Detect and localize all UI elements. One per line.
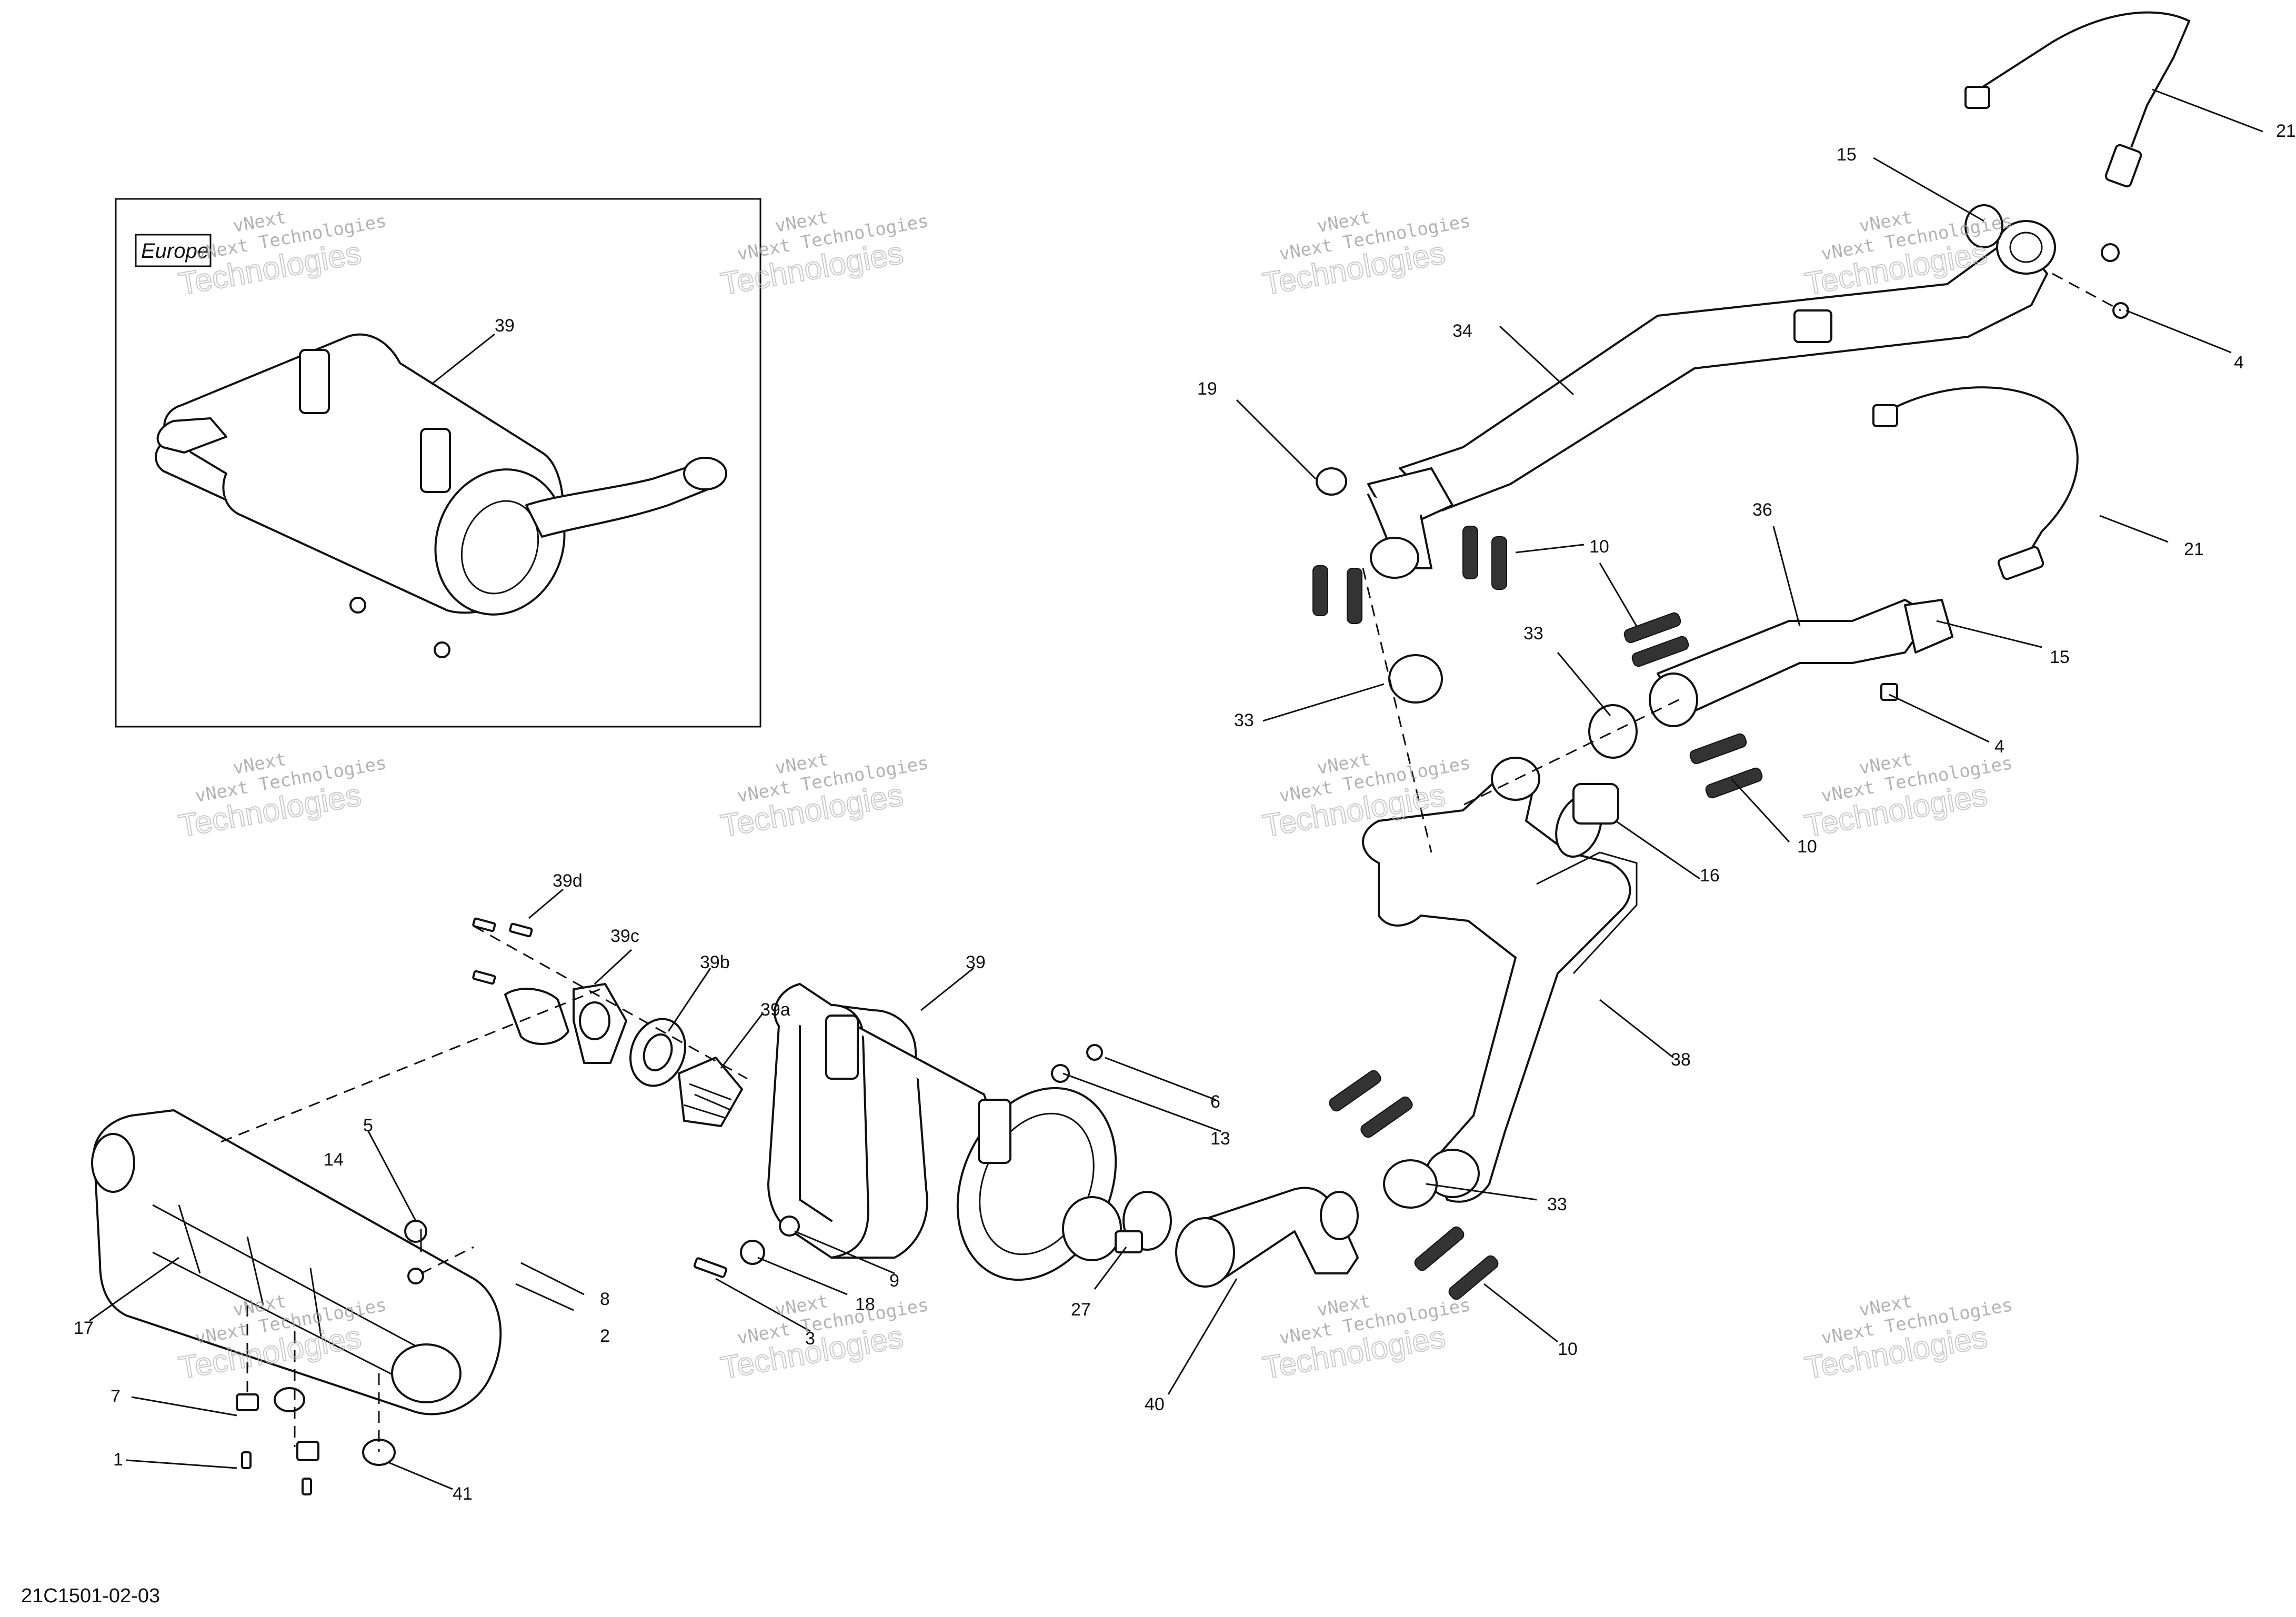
callout-33-mid: 33 [1523, 624, 1543, 644]
callout-39d: 39d [553, 871, 583, 891]
callout-8: 8 [600, 1289, 610, 1309]
callout-1: 1 [113, 1450, 123, 1470]
mid-pipe-36 [1649, 599, 1953, 727]
callout-7: 7 [111, 1387, 121, 1407]
callout-2: 2 [600, 1326, 610, 1346]
leader-lines [89, 88, 2263, 1490]
europe-inset: Europe [115, 198, 761, 728]
callout-3: 3 [805, 1329, 815, 1349]
callout-17: 17 [74, 1318, 94, 1338]
inlet-elbow-40 [1115, 1187, 1359, 1288]
callout-4-mid: 4 [1994, 737, 2004, 757]
callout-9: 9 [889, 1271, 899, 1291]
callout-5: 5 [363, 1116, 373, 1136]
callout-6: 6 [1210, 1092, 1220, 1112]
callout-16: 16 [1700, 866, 1720, 886]
callout-39a: 39a [760, 1000, 790, 1020]
callout-39c: 39c [610, 926, 639, 946]
callout-21-top: 21 [2276, 121, 2296, 141]
callout-18: 18 [855, 1294, 875, 1314]
callout-21-mid: 21 [2184, 539, 2204, 559]
callout-34: 34 [1452, 321, 1472, 341]
tail-pipe-parts [504, 983, 743, 1127]
main-muffler [767, 983, 1122, 1281]
callout-33-low: 33 [1547, 1194, 1567, 1214]
callout-10-mid: 10 [1797, 837, 1817, 857]
heat-shield [91, 1109, 502, 1415]
callout-39b: 39b [700, 952, 730, 972]
inset-muffler [155, 333, 727, 658]
callout-4-top: 4 [2234, 353, 2244, 373]
header-pipe-34 [1367, 220, 2056, 579]
callout-15-top: 15 [1837, 145, 1857, 165]
drawing-reference-code: 21C1501-02-03 [21, 1585, 160, 1607]
callout-14: 14 [324, 1150, 344, 1170]
assembly-lines [220, 273, 2121, 1452]
callout-39-inset: 39 [495, 316, 515, 336]
callout-19: 19 [1197, 379, 1217, 399]
callout-41: 41 [453, 1484, 473, 1504]
inset-label: Europe [141, 239, 209, 263]
callout-10-top: 10 [1589, 537, 1609, 557]
callout-15-mid: 15 [2050, 647, 2070, 667]
small-hardware [236, 204, 2129, 1495]
callout-39: 39 [966, 952, 986, 972]
callout-33-left: 33 [1234, 710, 1254, 730]
callout-36: 36 [1752, 500, 1772, 520]
callout-10-low: 10 [1558, 1339, 1578, 1359]
callout-40: 40 [1145, 1394, 1165, 1414]
callout-13: 13 [1210, 1129, 1230, 1149]
callout-38: 38 [1671, 1050, 1691, 1070]
callout-27: 27 [1071, 1300, 1091, 1320]
oxygen-sensors [1872, 11, 2191, 580]
springs [1312, 526, 1763, 1300]
callout-numbers: 39 39d 39c 39b 39a 39 5 14 17 7 1 41 2 8… [74, 121, 2296, 1504]
